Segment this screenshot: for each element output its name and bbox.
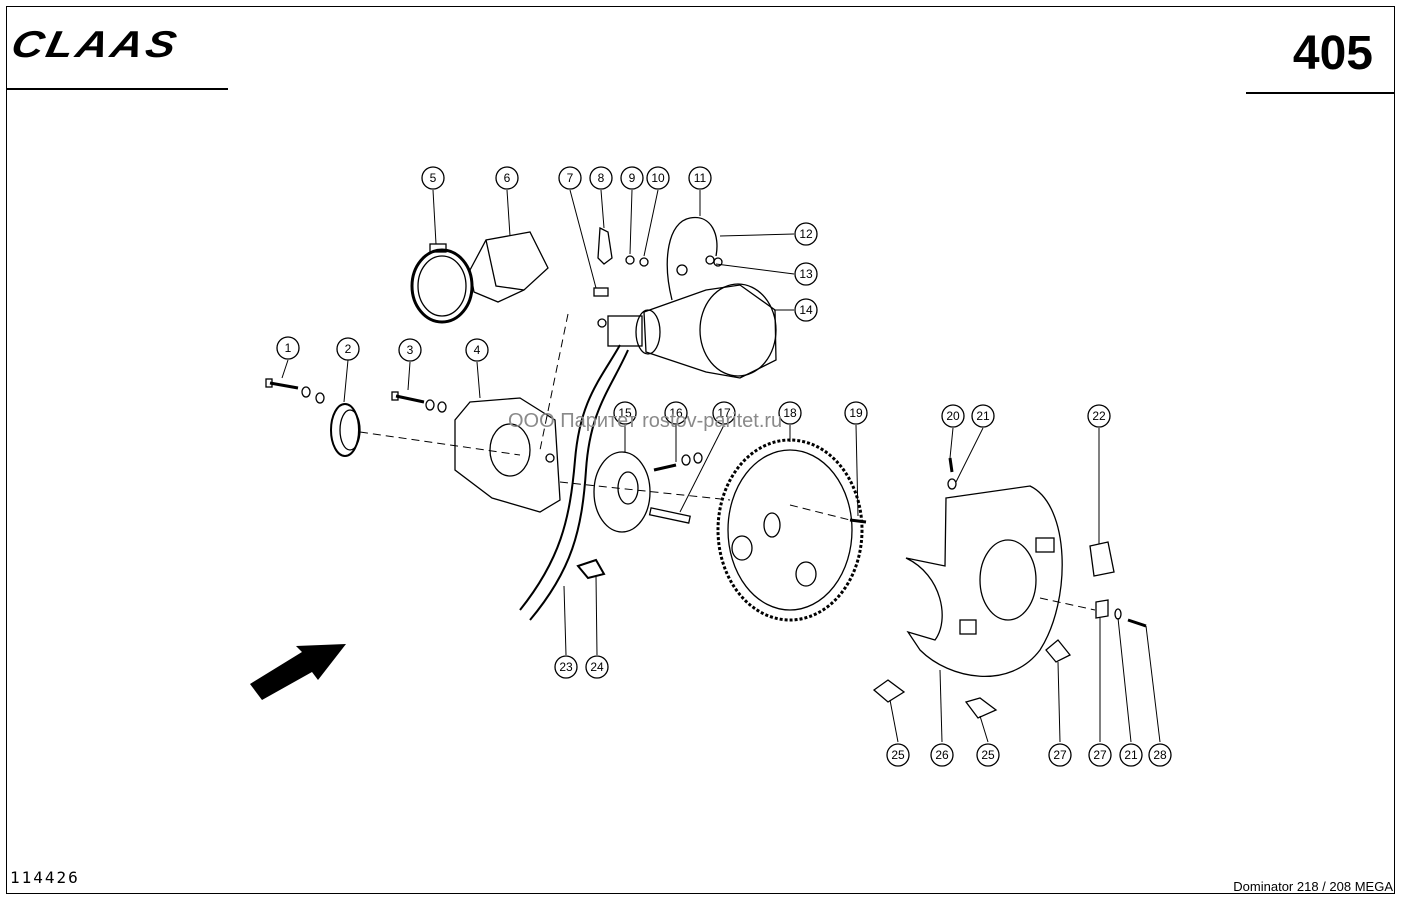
- callout-28: 28: [1148, 743, 1172, 767]
- svg-text:3: 3: [407, 343, 414, 357]
- callout-11: 11: [688, 166, 712, 190]
- svg-text:6: 6: [504, 171, 511, 185]
- svg-text:23: 23: [559, 660, 573, 674]
- callout-21-lower: 21: [1119, 743, 1143, 767]
- svg-text:24: 24: [590, 660, 604, 674]
- svg-text:28: 28: [1153, 748, 1167, 762]
- svg-text:21: 21: [1124, 748, 1138, 762]
- callout-6: 6: [495, 166, 519, 190]
- gearbox-housing: [454, 397, 561, 513]
- drive-disc: [593, 451, 703, 533]
- svg-text:15: 15: [618, 406, 632, 420]
- pump-motor: [597, 283, 777, 379]
- bracket: [469, 231, 549, 303]
- page-frame: [6, 6, 1395, 894]
- callout-5: 5: [421, 166, 445, 190]
- callout-22: 22: [1087, 404, 1111, 428]
- svg-text:5: 5: [430, 171, 437, 185]
- callout-25-left: 25: [886, 743, 910, 767]
- callout-14: 14: [794, 298, 818, 322]
- header-rule-left: [6, 88, 228, 90]
- hose-clamp: [410, 243, 474, 324]
- mounting-clips: [872, 599, 1147, 719]
- svg-text:19: 19: [849, 406, 863, 420]
- svg-text:4: 4: [474, 343, 481, 357]
- svg-text:17: 17: [717, 406, 731, 420]
- svg-text:10: 10: [651, 171, 665, 185]
- svg-text:14: 14: [799, 303, 813, 317]
- callout-16: 16: [664, 401, 688, 425]
- callout-23: 23: [554, 655, 578, 679]
- svg-text:16: 16: [669, 406, 683, 420]
- callout-2: 2: [336, 337, 360, 361]
- callout-9: 9: [620, 166, 644, 190]
- callout-25-right: 25: [976, 743, 1000, 767]
- svg-text:11: 11: [694, 171, 707, 185]
- bolts-washers: [265, 378, 447, 413]
- svg-text:18: 18: [783, 406, 797, 420]
- callout-1: 1: [276, 336, 300, 360]
- svg-text:26: 26: [935, 748, 949, 762]
- fittings: [593, 216, 723, 301]
- svg-text:25: 25: [891, 748, 905, 762]
- key: [648, 507, 691, 524]
- callout-15: 15: [613, 401, 637, 425]
- callout-24: 24: [585, 655, 609, 679]
- callout-4: 4: [465, 338, 489, 362]
- svg-text:20: 20: [946, 409, 960, 423]
- svg-text:21: 21: [976, 409, 990, 423]
- leader-lines: [281, 189, 1161, 743]
- shield-plate: [905, 457, 1063, 678]
- page-number: 405: [1292, 27, 1373, 80]
- callout-12: 12: [794, 222, 818, 246]
- callout-27-right: 27: [1088, 743, 1112, 767]
- flange: [330, 403, 361, 457]
- callout-20: 20: [941, 404, 965, 428]
- svg-text:9: 9: [629, 171, 636, 185]
- callout-19: 19: [844, 401, 868, 425]
- svg-text:27: 27: [1053, 748, 1067, 762]
- svg-text:25: 25: [981, 748, 995, 762]
- callout-10: 10: [646, 166, 670, 190]
- svg-text:22: 22: [1092, 409, 1106, 423]
- callout-26: 26: [930, 743, 954, 767]
- svg-text:2: 2: [345, 342, 352, 356]
- callout-3: 3: [398, 338, 422, 362]
- callout-27-left: 27: [1048, 743, 1072, 767]
- hoses: [519, 344, 629, 621]
- header-rule-right: [1246, 92, 1395, 94]
- callout-8: 8: [589, 166, 613, 190]
- svg-text:8: 8: [598, 171, 605, 185]
- callout-13: 13: [794, 262, 818, 286]
- callout-7: 7: [558, 166, 582, 190]
- callout-21-upper: 21: [971, 404, 995, 428]
- svg-text:12: 12: [799, 227, 813, 241]
- svg-text:27: 27: [1093, 748, 1107, 762]
- drawing-number: 114426: [10, 868, 80, 887]
- model-label: Dominator 218 / 208 MEGA: [1233, 879, 1393, 894]
- svg-text:7: 7: [567, 171, 574, 185]
- direction-arrow: [250, 644, 346, 700]
- svg-text:1: 1: [285, 341, 292, 355]
- svg-text:13: 13: [799, 267, 813, 281]
- watermark: ООО Паритет rostov-paritet.ru: [508, 410, 783, 432]
- callout-17: 17: [712, 401, 736, 425]
- axis-lines: [359, 313, 1096, 611]
- callout-18: 18: [778, 401, 802, 425]
- cover-plate: [1089, 541, 1115, 577]
- sprocket: [716, 438, 867, 622]
